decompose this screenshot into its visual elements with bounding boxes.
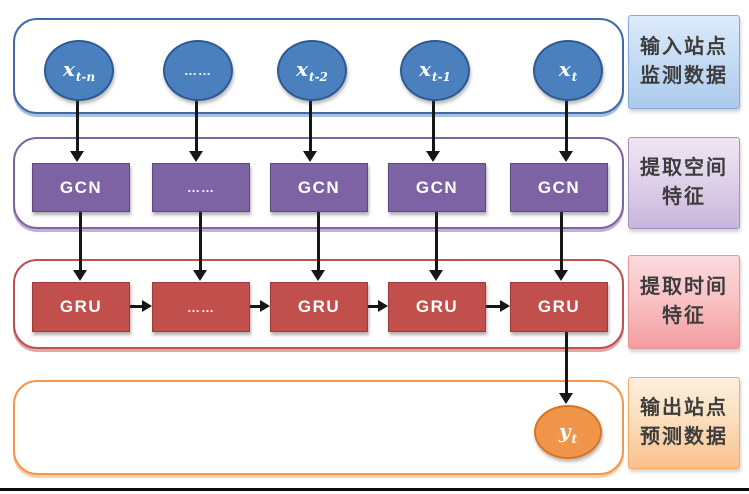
gcn-box-ellipsis: …… bbox=[152, 163, 250, 212]
right-arrow-gru-2-3 bbox=[248, 299, 270, 312]
input-node-label: xt-1 bbox=[419, 57, 451, 84]
side-label-line: 输出站点 bbox=[640, 397, 728, 419]
side-label-line: 预测数据 bbox=[640, 426, 728, 448]
gru-box-ellipsis: …… bbox=[152, 282, 250, 332]
input-node-label: xt-n bbox=[62, 57, 96, 84]
output-node-label: yt bbox=[558, 418, 578, 446]
output-layer-container bbox=[13, 380, 624, 475]
down-arrow-gcn-gru-4 bbox=[429, 210, 443, 281]
side-label-line: 输入站点 bbox=[640, 36, 728, 58]
down-arrow-gcn-gru-3 bbox=[311, 210, 325, 281]
down-arrow-input-gcn-1 bbox=[70, 96, 84, 162]
input-node-xt-2: xt-2 bbox=[277, 40, 347, 101]
gru-box-3: GRU bbox=[270, 282, 368, 332]
side-label-line: 特征 bbox=[662, 186, 706, 208]
down-arrow-gcn-gru-5 bbox=[554, 210, 568, 281]
gcn-box-5: GCN bbox=[510, 163, 608, 212]
input-node-xt-1: xt-1 bbox=[400, 40, 470, 101]
gru-box-1: GRU bbox=[32, 282, 130, 332]
input-node-xt: xt bbox=[533, 40, 603, 101]
gcn-box-1: GCN bbox=[32, 163, 130, 212]
ellipsis-label: …… bbox=[184, 63, 212, 78]
gcn-box-3: GCN bbox=[270, 163, 368, 212]
down-arrow-input-gcn-4 bbox=[426, 96, 440, 162]
down-arrow-gcn-gru-1 bbox=[73, 210, 87, 281]
side-label-line: 提取时间 bbox=[640, 276, 728, 298]
right-arrow-gru-4-5 bbox=[484, 299, 510, 312]
down-arrow-input-gcn-5 bbox=[559, 96, 573, 162]
down-arrow-gcn-gru-2 bbox=[193, 210, 207, 281]
side-label-line: 监测数据 bbox=[640, 65, 728, 87]
side-label-temporal-features: 提取时间 特征 bbox=[628, 255, 740, 349]
input-node-label: xt-2 bbox=[296, 57, 328, 84]
input-node-ellipsis: …… bbox=[163, 40, 233, 101]
output-node-yt: yt bbox=[534, 405, 602, 459]
right-arrow-gru-1-2 bbox=[128, 299, 152, 312]
side-label-line: 特征 bbox=[662, 305, 706, 327]
bottom-divider-line bbox=[0, 488, 749, 491]
side-label-spatial-features: 提取空间 特征 bbox=[628, 137, 740, 229]
input-node-label: xt bbox=[558, 57, 578, 84]
gru-box-5: GRU bbox=[510, 282, 608, 332]
gru-box-4: GRU bbox=[388, 282, 486, 332]
down-arrow-input-gcn-3 bbox=[303, 96, 317, 162]
side-label-line: 提取空间 bbox=[640, 157, 728, 179]
side-label-input-data: 输入站点 监测数据 bbox=[628, 15, 740, 109]
gcn-box-4: GCN bbox=[388, 163, 486, 212]
side-label-output-data: 输出站点 预测数据 bbox=[628, 377, 740, 469]
down-arrow-gru-output bbox=[559, 330, 573, 404]
down-arrow-input-gcn-2 bbox=[189, 96, 203, 162]
right-arrow-gru-3-4 bbox=[366, 299, 388, 312]
input-node-xt-n: xt-n bbox=[44, 40, 114, 101]
